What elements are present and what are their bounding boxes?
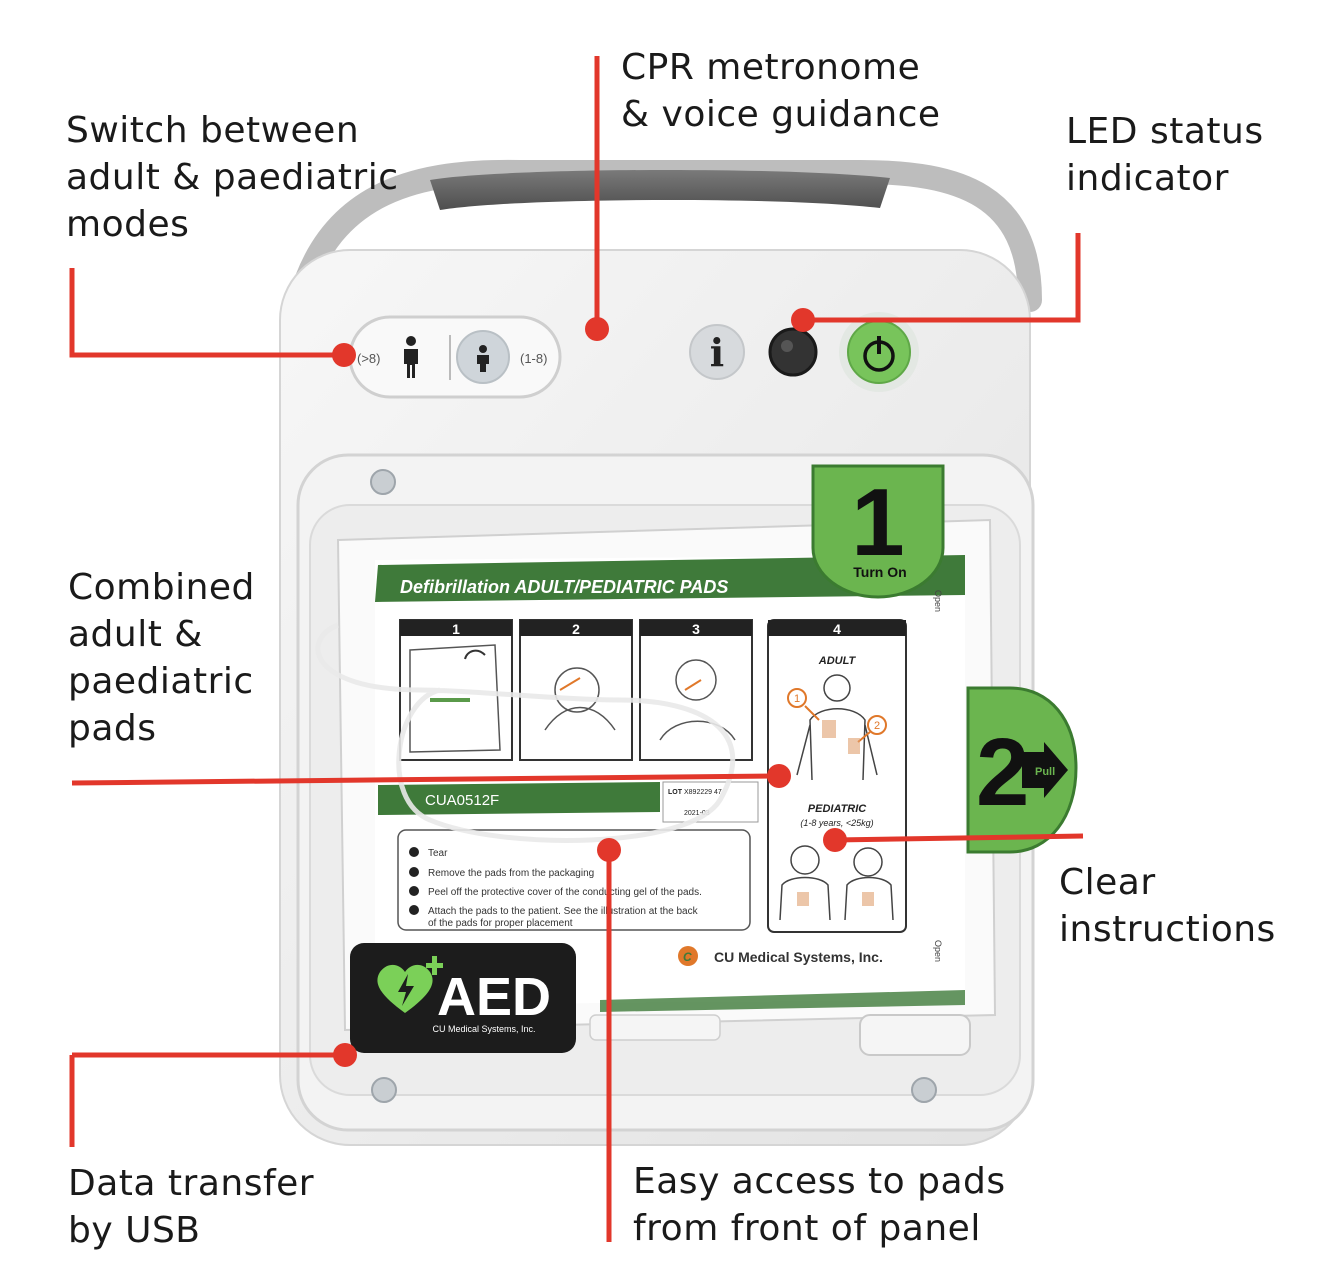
- svg-text:1: 1: [452, 621, 460, 637]
- svg-text:Remove the pads from the packa: Remove the pads from the packaging: [428, 868, 594, 879]
- step2-number: 2: [976, 719, 1029, 826]
- callout-led: LED status indicator: [1066, 111, 1264, 199]
- step1-label: Turn On: [853, 564, 906, 580]
- adult-figure-icon: [404, 336, 418, 378]
- arrow-right-icon: [1022, 742, 1068, 798]
- pediatric-illustration: [779, 845, 894, 921]
- callout-access: Easy access to pads from front of panel: [633, 1161, 1006, 1249]
- step2-label: Pull: [1035, 766, 1055, 778]
- callout-metronome: CPR metronome & voice guidance: [621, 47, 941, 135]
- child-age-label: (1-8): [520, 351, 547, 366]
- callout-pads: Combined adult & paediatric pads: [68, 567, 255, 749]
- leader-instructions: [834, 833, 1084, 843]
- svg-text:LOT: LOT: [668, 789, 683, 796]
- plus-icon: [426, 956, 443, 975]
- pads-step-panels: 1 2 3 4 ADULT: [399, 619, 907, 933]
- svg-text:of the pads for proper placeme: of the pads for proper placement: [428, 918, 573, 929]
- manufacturer-logo: C: [678, 946, 698, 966]
- cover-screws: [370, 469, 937, 1103]
- power-button[interactable]: [839, 312, 919, 392]
- pull-tab[interactable]: 2 Pull: [966, 686, 1078, 854]
- callout-usb: Data transfer by USB: [68, 1163, 315, 1251]
- aed-label: AED CU Medical Systems, Inc.: [350, 943, 576, 1053]
- callout-mode-switch: Switch between adult & paediatric modes: [66, 110, 399, 245]
- svg-text:Tear: Tear: [428, 848, 448, 859]
- usb-port-cover[interactable]: [859, 1014, 971, 1056]
- pad-cable: [315, 622, 735, 843]
- pediatric-figure-label: PEDIATRIC: [808, 803, 868, 815]
- svg-text:2: 2: [572, 621, 580, 637]
- svg-text:3: 3: [692, 621, 700, 637]
- open-label-bottom: Open: [933, 940, 943, 962]
- turn-on-tab[interactable]: 1 Turn On: [811, 464, 945, 599]
- aed-label-subtext: CU Medical Systems, Inc.: [432, 1024, 535, 1034]
- aed-label-text: AED: [437, 967, 551, 1027]
- power-icon: [863, 336, 895, 372]
- svg-text:2021-03: 2021-03: [684, 810, 710, 817]
- open-label-top: Open: [933, 590, 943, 612]
- manufacturer-name: CU Medical Systems, Inc.: [714, 949, 883, 965]
- step1-number: 1: [851, 469, 904, 576]
- callout-instructions: Clear instructions: [1059, 862, 1276, 950]
- svg-text:X892229 47: X892229 47: [684, 789, 722, 796]
- instruction-list: Tear Remove the pads from the packaging …: [409, 847, 702, 929]
- info-button[interactable]: [689, 324, 745, 380]
- svg-text:4: 4: [833, 621, 841, 637]
- svg-text:C: C: [683, 950, 692, 964]
- adult-age-label: (>8): [357, 351, 380, 366]
- adult-pad-marker-1: [787, 688, 807, 708]
- info-icon: i: [710, 330, 724, 375]
- leader-mode-switch: [69, 268, 344, 358]
- pediatric-sub-label: (1-8 years, <25kg): [800, 818, 873, 828]
- svg-text:Attach the pads to the patient: Attach the pads to the patient. See the …: [428, 906, 699, 917]
- carry-handle: [288, 159, 1042, 312]
- model-code: CUA0512F: [425, 792, 499, 809]
- led-indicator-icon: [768, 327, 818, 377]
- child-figure-icon: [477, 345, 489, 372]
- lot-box: [662, 781, 759, 823]
- leader-led: [803, 233, 1081, 323]
- svg-text:2: 2: [874, 720, 880, 732]
- leader-pads: [71, 773, 776, 786]
- adult-pad-marker-2: [867, 715, 887, 735]
- instructions-box: [397, 829, 751, 931]
- mode-switch[interactable]: (>8) (1-8): [348, 315, 562, 399]
- pads-title: Defibrillation ADULT/PEDIATRIC PADS: [400, 577, 728, 597]
- leader-lines: [69, 56, 1084, 1242]
- leader-dots: [332, 308, 847, 1067]
- adult-figure-label: ADULT: [818, 655, 857, 667]
- svg-text:1: 1: [794, 693, 800, 705]
- leader-usb: [69, 1052, 345, 1147]
- svg-text:Peel off the protective cover: Peel off the protective cover of the con…: [428, 887, 702, 898]
